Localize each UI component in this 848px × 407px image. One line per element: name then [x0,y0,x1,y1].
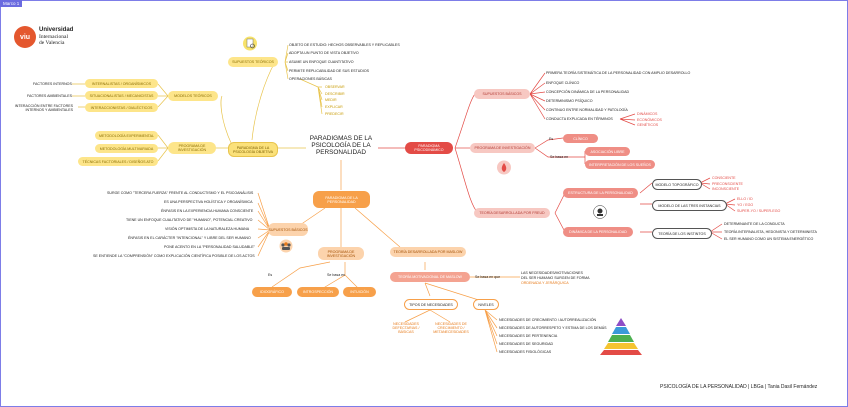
estructura-personalidad[interactable]: ESTRUCTURA DE LA PERSONALIDAD [563,188,638,198]
intuicion[interactable]: INTUICIÓN [343,287,376,297]
paradigm-objective-node[interactable]: PARADIGMA DE LA PSICOLOGÍA OBJETIVA [228,142,278,157]
supuesto-teorico-5: OPERACIONES BÁSICAS [289,77,332,81]
factores-interaccion: INTERACCIÓN ENTRE FACTORES INTERNOS Y AM… [14,104,73,112]
super-yo: SUPER-YO / SUPER-EGO [737,209,781,213]
logo-mark: viu [14,26,36,48]
interpretacion-suenos[interactable]: INTERPRETACIÓN DE LOS SUEÑOS [585,160,655,169]
nivel-1: NECESIDADES DE CRECIMIENTO / AUTORREALIZ… [499,318,597,322]
psico-supuesto-3: CONCEPCIÓN DINÁMICA DE LA PERSONALIDAD [546,90,630,94]
supuesto-teorico-1: OBJETO DE ESTUDIO: HECHOS OBSERVABLES Y … [289,43,400,47]
termino-economicos: ECONÓMICOS [637,118,662,122]
operacion-3: MEDIR [325,98,337,102]
preconsciente: PRECONSCIENTE [712,182,743,186]
nivel-3: NECESIDADES DE PERTENENCIA [499,334,558,338]
psico-es-label: Es [549,137,554,141]
operacion-2: DESCRIBIR [325,92,345,96]
teoria-maslow-node[interactable]: TEORÍA DESARROLLADA POR MASLOW [390,247,466,257]
humanista-supuesto-2: ES UNA PERSPECTIVA HOLÍSTICA Y ORGANÍSMI… [164,200,253,204]
factores-internos: FACTORES INTERNOS [33,82,72,86]
nivel-5: NECESIDADES FISIOLÓGICAS [499,350,552,354]
group-icon [278,239,294,253]
teoria-freud-node[interactable]: TEORÍA DESARROLLADA POR FREUD [474,208,550,218]
instinto-3: EL SER HUMANO COMO UN SISTEMA ENERGÉTICO [724,237,814,241]
metodologia-multivariada[interactable]: METODOLOGÍA MULTIVARIADA [95,144,158,153]
termino-geneticos: GENÉTICOS [637,123,659,127]
psico-clinico[interactable]: CLÍNICO [563,134,598,143]
clipboard-icon [243,36,257,51]
nivel-4: NECESIDADES DE SEGURIDAD [499,342,554,346]
nivel-2: NECESIDADES DE AUTORRESPETO Y ESTIMA DE … [499,326,607,330]
psico-supuesto-6: CONDUCTA EXPLICADA EN TÉRMINOS [546,117,613,121]
yo-ego: YO / EGO [737,203,754,207]
instinto-2: TEORÍA INTERNALISTA, HEDONISTA Y DETERMI… [724,230,817,234]
modelo-situacionalistas[interactable]: SITUACIONALISTAS / MECANICISTAS [85,91,158,100]
necesidades-deficitarias: NECESIDADES DEFECTARIAS / BÁSICAS [392,322,420,334]
se-basa-en-que-label: Se basa en que [475,275,501,279]
flame-icon [497,160,511,175]
supuesto-teorico-3: ASUME UN ENFOQUE CUANTITATIVO [289,60,354,64]
humanista-es-label: Es [268,273,273,277]
frame-label[interactable]: Marco 1 [0,0,23,7]
paradigm-psychodynamic-node[interactable]: PARADIGMA PSICODINÁMICO [405,142,453,154]
modelo-tres-instancias[interactable]: MODELO DE LAS TRES INSTANCIAS [652,200,727,211]
necesidades-crecimiento: NECESIDADES DE CRECIMIENTO / METANECESID… [433,322,469,334]
maslow-desc-1: LAS NECESIDADES/MOTIVACIONES [521,271,583,275]
humanista-supuestos-node[interactable]: SUPUESTOS BÁSICOS [268,223,308,236]
humanista-supuesto-1: SURGE COMO "TERCERA FUERZA" FRENTE AL CO… [107,191,254,195]
humanista-supuesto-8: SE ENTIENDE LA "COMPRENSIÓN" COMO EXPLIC… [93,254,255,258]
maslow-desc-2: DEL SER HUMANO SURGEN DE FORMA [521,276,590,280]
psico-supuesto-1: PRIMERA TEORÍA SISTEMÁTICA DE LA PERSONA… [546,71,691,75]
idiografico[interactable]: IDIOGRÁFICO [252,287,292,297]
logo-line3: de Valencia [39,40,65,46]
psico-supuesto-4: DETERMINISMO PSÍQUICO [546,99,593,103]
maslow-pyramid-icon [596,316,646,356]
metodologia-experimental[interactable]: METODOLOGÍA EXPERIMENTAL [95,131,158,140]
humanista-supuesto-4: TIENE UN ENFOQUE CUALITATIVO DE "HUMANO"… [126,218,253,222]
central-title[interactable]: PARADIGMAS DE LA PSICOLOGÍA DE LA PERSON… [309,135,373,156]
modelo-interaccionistas[interactable]: INTERACCIONISTAS / DIALÉCTICOS [85,103,158,112]
maslow-desc-3: ORDENADA Y JERÁRQUICA [521,281,569,285]
operacion-5: PREDECIR [325,112,344,116]
instinto-1: DETERMINANTE DE LA CONDUCTA [724,222,785,226]
humanista-supuesto-3: ÉNFASIS EN LA EXPERIENCIA HUMANA CONSCIE… [161,209,254,213]
termino-dinamicos: DINÁMICOS [637,112,658,116]
teoria-instintos[interactable]: TEORÍA DE LOS INSTINTOS [652,228,712,239]
humanista-supuesto-6: ÉNFASIS EN EL CARÁCTER "INTENCIONAL" Y L… [128,236,251,240]
tipos-necesidades[interactable]: TIPOS DE NECESIDADES [404,299,458,310]
introspeccion[interactable]: INTROSPECCIÓN [297,287,339,297]
paradigm-humanistic-node[interactable]: PARADIGMA DE LA PERSONALIDAD [313,191,370,208]
logo-line1: Universidad [39,27,74,33]
asociacion-libre[interactable]: ASOCIACIÓN LIBRE [585,147,630,156]
head-icon [593,205,607,219]
footer-credits: PSICOLOGÍA DE LA PERSONALIDAD | LBGa | T… [660,384,818,390]
ello-id: ELLO / ID [737,197,753,201]
humanista-supuesto-7: PONE ACENTO EN LA "PERSONALIDAD SALUDABL… [164,245,255,249]
tecnicas-factoriales[interactable]: TÉCNICAS FACTORIALES / DISEÑOS ATO [78,157,158,166]
modelo-internalistas[interactable]: INTERNALISTAS / ORGANÍSMICOS [85,79,158,88]
programa-investigacion-objetivo[interactable]: PROGRAMA DE INVESTIGACIÓN [168,142,216,154]
factores-ambientales: FACTORES AMBIENTALES [27,94,72,98]
psico-programa-node[interactable]: PROGRAMA DE INVESTIGACIÓN [470,143,535,153]
dinamica-personalidad[interactable]: DINÁMICA DE LA PERSONALIDAD [563,227,633,237]
teoria-motivacional[interactable]: TEORÍA MOTIVACIONAL DE MASLOW [390,272,470,282]
consciente: CONSCIENTE [712,176,736,180]
modelo-topografico[interactable]: MODELO TOPOGRÁFICO [652,179,702,190]
modelos-teoricos-node[interactable]: MODELOS TEÓRICOS [168,91,218,101]
humanista-supuesto-5: VISIÓN OPTIMISTA DE LA NATURALEZA HUMANA [165,227,250,231]
psico-supuesto-5: CONTINUO ENTRE NORMALIDAD Y PATOLOGÍA [546,108,628,112]
psico-se-basa-label: Se basa en [550,155,569,159]
psico-supuesto-2: ENFOQUE CLÍNICO [546,81,580,85]
supuestos-teoricos-node[interactable]: SUPUESTOS TEÓRICOS [228,57,278,67]
psico-supuestos-node[interactable]: SUPUESTOS BÁSICOS [474,89,530,99]
humanista-programa-node[interactable]: PROGRAMA DE INVESTIGACIÓN [318,247,364,260]
operacion-4: EXPLICAR [325,105,343,109]
inconsciente: INCONSCIENTE [712,187,740,191]
supuesto-teorico-2: ADOPTA UN PUNTO DE VISTA OBJETIVO [289,51,359,55]
niveles-node[interactable]: NIVELES [473,299,499,310]
operacion-1: OBSERVAR [325,85,345,89]
humanista-se-basa-label: Se basa en [327,273,346,277]
logo-line2: Internacional [39,34,69,40]
supuesto-teorico-4: PERMITE REPLICABILIDAD DE SUS ESTUDIOS [289,69,370,73]
